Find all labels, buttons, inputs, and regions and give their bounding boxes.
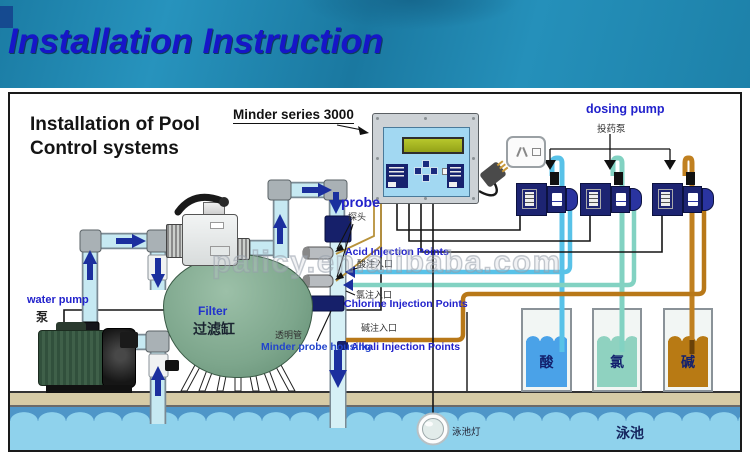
chlorine-tank-label: 氯: [610, 354, 624, 370]
water-pump-motor: [38, 330, 106, 386]
power-socket: [506, 136, 546, 168]
pool-light-label: 泳池灯: [452, 427, 481, 438]
chlorine-tank: 氯: [592, 308, 642, 392]
probe-label-en: probe: [341, 194, 380, 210]
dosing-pump-chlorine: [580, 170, 646, 218]
alkali-tank: 碱: [663, 308, 713, 392]
pool-wave-crests: [10, 412, 740, 421]
water-pump-inlet: [120, 332, 138, 348]
probe-housing-label-zh: 透明管: [275, 330, 303, 340]
header-decor: [0, 6, 13, 28]
acid-tank: 酸: [521, 308, 572, 392]
minder-controller: [372, 113, 479, 204]
filter-drain: [165, 360, 179, 371]
key-left: [414, 167, 422, 175]
valve-detail: [210, 222, 224, 229]
pump-motor: [516, 183, 547, 216]
pool-deck: [10, 391, 740, 407]
pool-water: [10, 421, 740, 450]
water-pump-label-zh: 泵: [36, 310, 49, 324]
alkali-tank-label: 碱: [681, 354, 695, 370]
key-up: [422, 160, 430, 168]
terminal-block-left: [386, 164, 408, 188]
alkali-injection-label-zh: 碱注入口: [361, 323, 398, 333]
page-title: Installation Instruction: [8, 22, 384, 61]
probe-label-zh: 探头: [348, 212, 367, 222]
controller-label: Minder series 3000: [233, 107, 354, 124]
header-banner: [0, 0, 750, 88]
water-pump-label-en: water pump: [27, 294, 89, 306]
key-down: [422, 174, 430, 182]
dosing-pump-alkali: [652, 170, 718, 218]
pool-label: 泳池: [616, 425, 644, 441]
pump-motor: [652, 183, 683, 216]
pump-fitting: [686, 172, 695, 185]
controller-lcd: [402, 137, 464, 154]
pump-fitting: [550, 172, 559, 185]
chlorine-injection-label-en: Chlorine Injection Points: [344, 298, 468, 310]
probe-housing-label-en: Minder probe housing: [261, 341, 372, 353]
header-decor: [300, 0, 520, 30]
water-pump-base: [46, 385, 132, 393]
filter-label-en: Filter: [198, 304, 228, 318]
watermark: palicy.en.alibaba.com: [211, 243, 562, 279]
acid-tank-label: 酸: [539, 354, 554, 370]
key-right: [430, 167, 438, 175]
controller-panel: [383, 127, 470, 197]
filter-label-zh: 过滤缸: [193, 321, 235, 337]
dosing-pump-acid: [516, 170, 582, 218]
terminal-block-right: [447, 164, 464, 188]
dosing-pump-label-en: dosing pump: [586, 102, 665, 116]
diagram-title-line1: Installation of Pool: [30, 114, 200, 135]
dosing-pump-label-zh: 投药泵: [597, 124, 626, 135]
pump-fitting: [614, 172, 623, 185]
diagram-title-line2: Control systems: [30, 138, 179, 159]
pump-motor: [580, 183, 611, 216]
